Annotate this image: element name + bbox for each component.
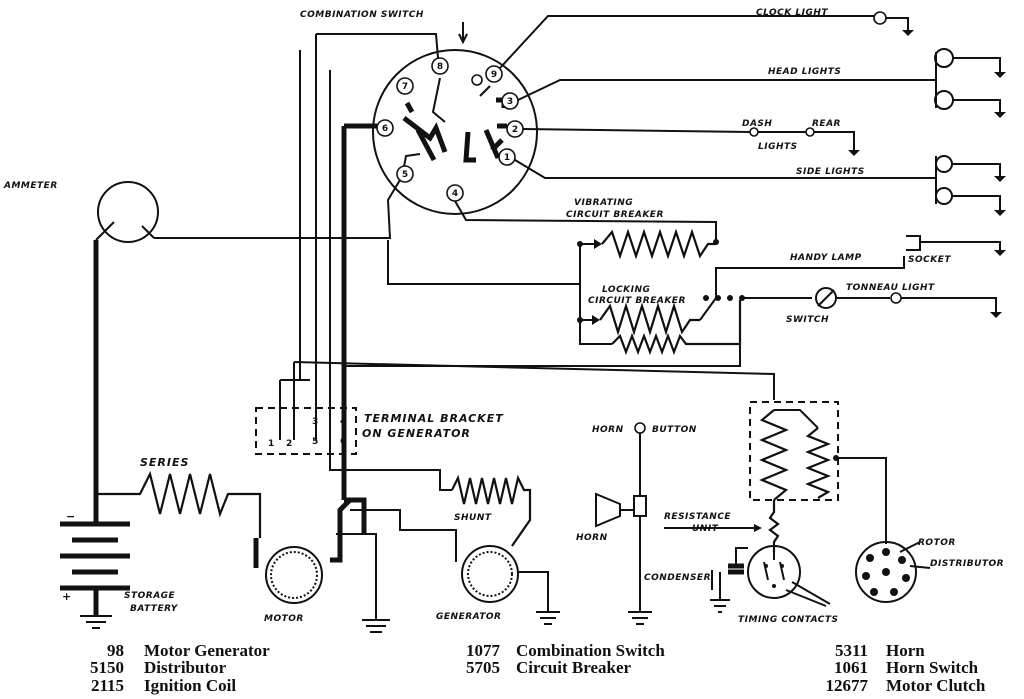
lights-label: LIGHTS — [758, 142, 798, 152]
combination-switch-label: COMBINATION SWITCH — [300, 10, 424, 20]
switch-terminal-7-label: 7 — [402, 82, 408, 92]
socket-label: SOCKET — [908, 255, 951, 265]
switch-terminal-9 — [485, 65, 503, 83]
locking-circuit-breaker: LOCKING CIRCUIT BREAKER HANDY LAMP SOCKE… — [577, 235, 1006, 356]
legend-name-ignition-coil: Ignition Coil — [144, 676, 236, 695]
vibrating-label: VIBRATING — [574, 198, 633, 208]
timing-contacts-label: TIMING CONTACTS — [738, 615, 839, 625]
condenser: CONDENSER — [644, 547, 748, 613]
motor: MOTOR — [253, 498, 352, 624]
horn-button-label: BUTTON — [652, 425, 697, 435]
bracket-terminal-1-label: 1 — [268, 439, 274, 449]
switch-terminal-9-label: 9 — [491, 70, 497, 80]
generator-label: GENERATOR — [436, 612, 501, 622]
switch-terminal-3-label: 3 — [507, 97, 513, 107]
horn-label: HORN — [576, 533, 608, 543]
legend-name-combination-switch: Combination Switch — [516, 641, 665, 660]
parts-legend: 98 Motor Generator 5150 Distributor 2115… — [90, 641, 986, 695]
locking-label: LOCKING — [602, 285, 650, 295]
tonneau-light-label: TONNEAU LIGHT — [846, 283, 935, 293]
timing-contacts: TIMING CONTACTS — [738, 545, 839, 625]
bracket-terminal-3-label: 3 — [312, 417, 318, 427]
clock-light: CLOCK LIGHT — [499, 8, 914, 69]
tonneau-switch-label: SWITCH — [786, 315, 829, 325]
battery-label: BATTERY — [130, 604, 179, 614]
locking-circuit-breaker-label: CIRCUIT BREAKER — [588, 296, 686, 306]
horn: HORN — [576, 492, 652, 625]
rotor-label: ROTOR — [918, 538, 956, 548]
handy-lamp-label: HANDY LAMP — [790, 253, 862, 263]
series-winding: SERIES — [96, 456, 262, 538]
bracket-terminal-6-label: 6 — [340, 437, 346, 447]
head-lights-label: HEAD LIGHTS — [768, 67, 841, 77]
switch-terminal-2-label: 2 — [512, 125, 518, 135]
horn-button: HORN BUTTON — [592, 422, 697, 496]
battery-minus-label: − — [66, 510, 76, 523]
legend-name-distributor: Distributor — [144, 658, 227, 677]
resistance-unit-label: UNIT — [692, 524, 719, 534]
legend-number-horn-switch: 1061 — [834, 658, 868, 677]
switch-terminal-3 — [501, 92, 519, 110]
storage-label: STORAGE — [124, 591, 176, 601]
ammeter-label: AMMETER — [3, 181, 58, 191]
legend-number-ignition-coil: 2115 — [91, 676, 124, 695]
terminal-bracket: 1 2 3 4 5 6 TERMINAL BRACKET ON GENERATO… — [255, 407, 504, 455]
legend-name-horn: Horn — [886, 641, 925, 660]
vibrating-circuit-breaker-label: CIRCUIT BREAKER — [566, 210, 664, 220]
legend-number-circuit-breaker: 5705 — [466, 658, 500, 677]
horn-button-horn-label: HORN — [592, 425, 624, 435]
distributor-label: DISTRIBUTOR — [930, 559, 1004, 569]
bracket-terminal-5-label: 5 — [312, 437, 318, 447]
switch-terminal-6-label: 6 — [382, 124, 388, 134]
switch-terminal-8-label: 8 — [437, 62, 443, 72]
legend-name-circuit-breaker: Circuit Breaker — [516, 658, 631, 677]
bracket-terminal-2-label: 2 — [286, 439, 292, 449]
rear-label: REAR — [812, 119, 841, 129]
resistance-label: RESISTANCE — [664, 512, 731, 522]
terminal-bracket-label: TERMINAL BRACKET — [364, 412, 504, 425]
side-lights: SIDE LIGHTS — [514, 155, 1006, 216]
vibrating-circuit-breaker: VIBRATING CIRCUIT BREAKER — [454, 198, 719, 260]
shunt-winding: SHUNT — [451, 474, 532, 547]
generator: GENERATOR — [350, 509, 560, 625]
bracket-terminal-4-label: 4 — [340, 417, 346, 427]
combination-switch: 1 2 3 4 5 6 7 8 9 — [372, 49, 538, 215]
resistance-unit: RESISTANCE UNIT — [664, 500, 780, 552]
ammeter: AMMETER — [3, 181, 159, 243]
legend-number-motor-generator: 98 — [107, 641, 124, 660]
legend-name-horn-switch: Horn Switch — [886, 658, 979, 677]
legend-number-horn: 5311 — [835, 641, 868, 660]
switch-terminal-1 — [498, 148, 516, 166]
battery-plus-label: + — [62, 590, 72, 603]
clock-light-label: CLOCK LIGHT — [756, 8, 828, 18]
legend-name-motor-clutch: Motor Clutch — [886, 676, 986, 695]
legend-number-distributor: 5150 — [90, 658, 124, 677]
legend-number-combination-switch: 1077 — [466, 641, 501, 660]
switch-terminal-1-label: 1 — [504, 153, 510, 163]
legend-number-motor-clutch: 12677 — [826, 676, 869, 695]
side-lights-label: SIDE LIGHTS — [796, 167, 865, 177]
ignition-coil — [749, 401, 887, 544]
storage-battery: − + STORAGE BATTERY — [60, 498, 179, 629]
legend-name-motor-generator: Motor Generator — [144, 641, 270, 660]
switch-terminal-8 — [431, 57, 449, 75]
switch-terminal-7 — [396, 77, 414, 95]
dash-label: DASH — [742, 119, 772, 129]
switch-terminal-5 — [396, 165, 414, 183]
head-lights: HEAD LIGHTS — [517, 48, 1006, 118]
motor-label: MOTOR — [264, 614, 304, 624]
switch-terminal-4-label: 4 — [452, 189, 458, 199]
dash-rear-lights: DASH REAR LIGHTS — [522, 119, 860, 156]
terminal-bracket-on-generator-label: ON GENERATOR — [362, 427, 471, 440]
series-label: SERIES — [140, 456, 189, 469]
shunt-label: SHUNT — [454, 513, 492, 523]
condenser-label: CONDENSER — [644, 573, 711, 583]
distributor: ROTOR DISTRIBUTOR — [855, 538, 1004, 603]
switch-terminal-5-label: 5 — [402, 170, 408, 180]
